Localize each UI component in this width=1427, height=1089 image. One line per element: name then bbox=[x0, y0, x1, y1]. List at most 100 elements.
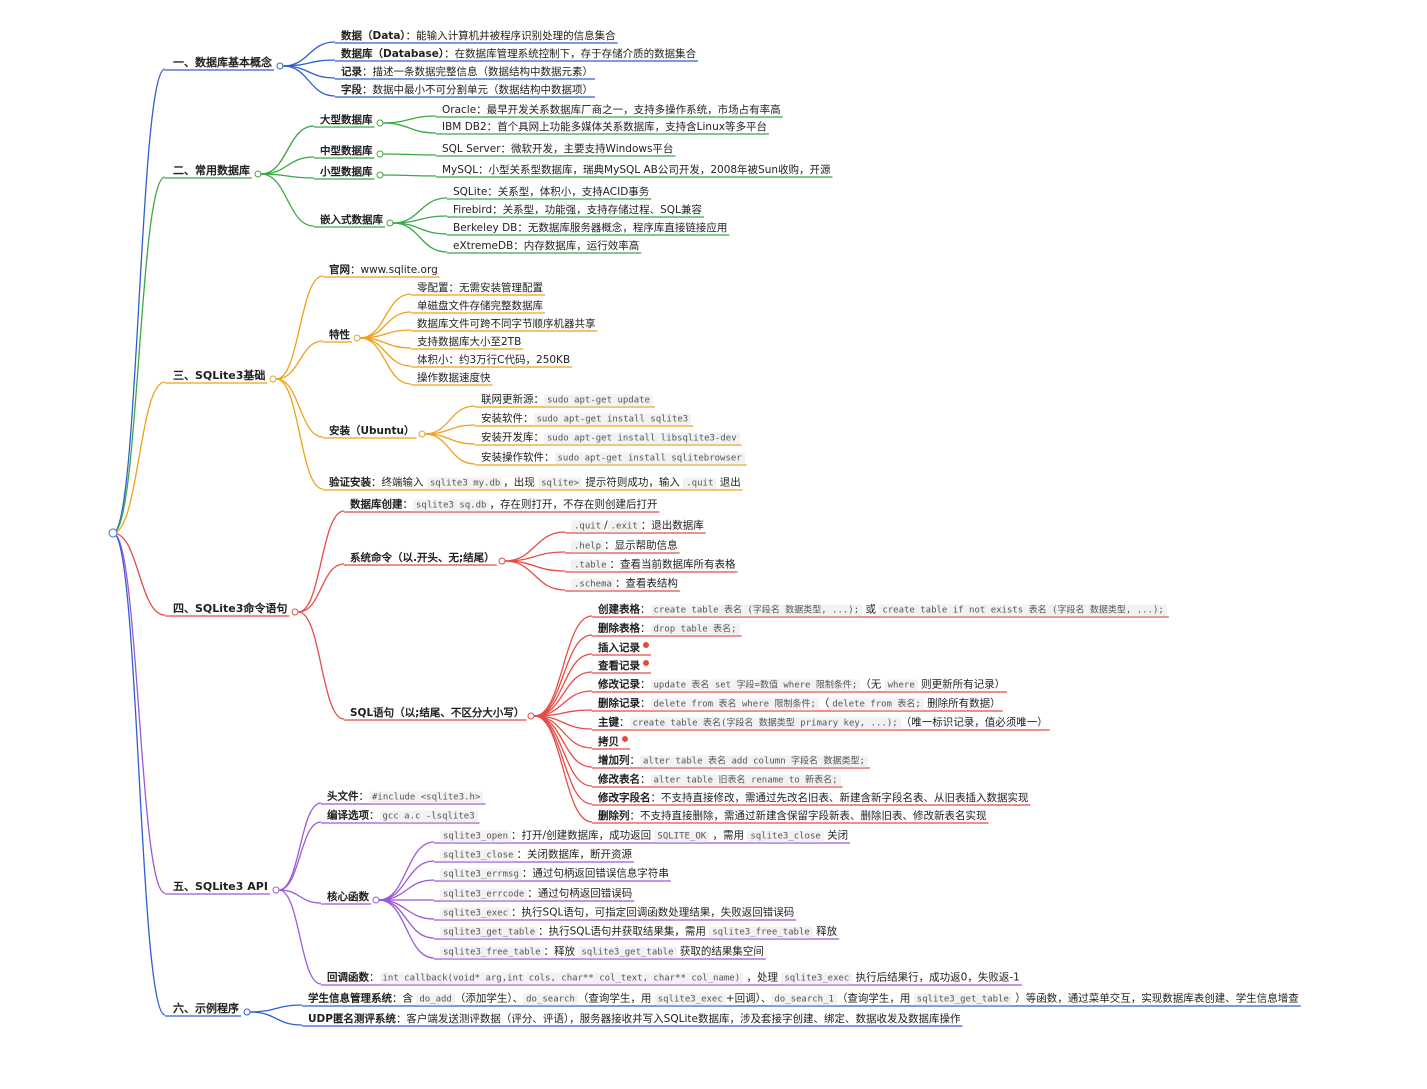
branch-toggle-handle[interactable] bbox=[243, 1008, 251, 1016]
leaf-node[interactable]: 主键：create table 表名(字段名 数据类型 primary key,… bbox=[598, 716, 1048, 731]
leaf-node[interactable]: SQLite：关系型，体积小，支持ACID事务 bbox=[453, 185, 649, 199]
leaf-node[interactable]: sqlite3_errcode：通过句柄返回错误码 bbox=[440, 887, 632, 902]
child-node[interactable]: 特性 bbox=[329, 328, 350, 342]
child-node[interactable]: SQL语句（以;结尾、不区分大小写） bbox=[350, 706, 524, 720]
leaf-node[interactable]: sqlite3_errmsg：通过句柄返回错误信息字符串 bbox=[440, 867, 669, 882]
leaf-node[interactable]: 安装软件：sudo apt-get install sqlite3 bbox=[481, 412, 692, 427]
leaf-node[interactable]: 创建表格：create table 表名 (字段名 数据类型, ...); 或 … bbox=[598, 603, 1167, 618]
leaf-node[interactable]: 修改字段名：不支持直接修改，需通过先改名旧表、新建含新字段名表、从旧表插入数据实… bbox=[598, 791, 1029, 805]
leaf-node[interactable]: sqlite3_close：关闭数据库，断开资源 bbox=[440, 848, 632, 863]
leaf-node[interactable]: Berkeley DB：无数据库服务器概念，程序库直接链接应用 bbox=[453, 221, 727, 235]
subgroup-toggle-handle[interactable] bbox=[372, 896, 380, 904]
child-node[interactable]: 小型数据库 bbox=[320, 165, 373, 179]
code-snippet: sqlite3_exec bbox=[440, 907, 512, 920]
child-node[interactable]: 嵌入式数据库 bbox=[320, 213, 383, 227]
leaf-node[interactable]: 数据库文件可跨不同字节顺序机器共享 bbox=[417, 317, 596, 331]
subgroup-toggle-handle[interactable] bbox=[418, 430, 425, 438]
leaf-node[interactable]: 增加列：alter table 表名 add column 字段名 数据类型; bbox=[598, 754, 868, 769]
branch-toggle-handle[interactable] bbox=[276, 62, 284, 70]
leaf-node[interactable]: 删除记录：delete from 表名 where 限制条件;（delete f… bbox=[598, 697, 1001, 712]
leaf-node[interactable]: 删除列：不支持直接删除，需通过新建含保留字段新表、删除旧表、修改新表名实现 bbox=[598, 809, 987, 823]
branch-node-3[interactable]: 三、SQLite3基础 bbox=[173, 369, 265, 383]
child-node[interactable]: 数据库创建：sqlite3 sq.db，存在则打开，不存在则创建后打开 bbox=[350, 498, 657, 513]
branch-toggle-handle[interactable] bbox=[254, 170, 262, 178]
child-node[interactable]: 安装（Ubuntu） bbox=[329, 424, 415, 438]
leaf-node[interactable]: 体积小：约3万行C代码，250KB bbox=[417, 353, 570, 367]
note-marker-icon[interactable] bbox=[643, 660, 649, 666]
leaf-node[interactable]: IBM DB2：首个具网上功能多媒体关系数据库，支持含Linux等多平台 bbox=[442, 120, 767, 134]
node-text: ： bbox=[402, 498, 414, 511]
note-marker-icon[interactable] bbox=[622, 736, 628, 742]
leaf-node[interactable]: 联网更新源：sudo apt-get update bbox=[481, 393, 653, 408]
code-snippet: sqlite3_errmsg bbox=[440, 868, 522, 881]
child-node[interactable]: 验证安装：终端输入 sqlite3 my.db，出现 sqlite> 提示符则成… bbox=[329, 476, 741, 491]
child-node[interactable]: 官网：www.sqlite.org bbox=[329, 263, 438, 277]
branch-node-4[interactable]: 四、SQLite3命令语句 bbox=[173, 602, 287, 616]
subgroup-toggle-handle[interactable] bbox=[376, 119, 383, 127]
leaf-node[interactable]: MySQL：小型关系型数据库，瑞典MySQL AB公司开发，2008年被Sun收… bbox=[442, 163, 831, 177]
branch-node-5[interactable]: 五、SQLite3 API bbox=[173, 880, 268, 894]
node-text: UDP匿名测评系统 bbox=[308, 1013, 396, 1025]
branch-connector bbox=[112, 381, 166, 534]
leaf-node[interactable]: sqlite3_free_table：释放 sqlite3_get_table … bbox=[440, 945, 764, 960]
branch-toggle-handle[interactable] bbox=[291, 608, 299, 616]
note-marker-icon[interactable] bbox=[643, 642, 649, 648]
leaf-node[interactable]: .schema：查看表结构 bbox=[571, 577, 678, 592]
code-snippet: sqlite3_errcode bbox=[440, 888, 528, 901]
child-node[interactable]: 核心函数 bbox=[327, 890, 369, 904]
child-node[interactable]: 大型数据库 bbox=[320, 113, 373, 127]
child-connector bbox=[278, 802, 322, 891]
leaf-node[interactable]: 修改记录：update 表名 set 字段=数值 where 限制条件;（无 w… bbox=[598, 678, 1005, 693]
leaf-node[interactable]: 插入记录 bbox=[598, 641, 649, 655]
child-node[interactable]: UDP匿名测评系统：客户端发送测评数据（评分、评语），服务器接收并写入SQLit… bbox=[308, 1012, 960, 1026]
subgroup-toggle-handle[interactable] bbox=[498, 557, 506, 565]
branch-node-6[interactable]: 六、示例程序 bbox=[173, 1002, 239, 1016]
leaf-node[interactable]: 安装操作软件：sudo apt-get install sqlitebrowse… bbox=[481, 451, 745, 466]
leaf-node[interactable]: eXtremeDB：内存数据库，运行效率高 bbox=[453, 239, 639, 253]
leaf-node[interactable]: 拷贝 bbox=[598, 735, 628, 749]
leaf-node[interactable]: 修改表名：alter table 旧表名 rename to 新表名; bbox=[598, 773, 841, 788]
leaf-node[interactable]: 支持数据库大小至2TB bbox=[417, 335, 521, 349]
child-node[interactable]: 回调函数：int callback(void* arg,int cols, ch… bbox=[327, 971, 1020, 986]
branch-connector bbox=[112, 532, 166, 616]
child-node[interactable]: 记录：描述一条数据完整信息（数据结构中数据元素） bbox=[341, 65, 593, 79]
leaf-node[interactable]: Firebird：关系型，功能强，支持存储过程、SQL兼容 bbox=[453, 203, 702, 217]
child-connector bbox=[278, 889, 322, 985]
branch-toggle-handle[interactable] bbox=[269, 375, 277, 383]
mindmap-root-node[interactable] bbox=[108, 528, 118, 538]
leaf-node[interactable]: 单磁盘文件存储完整数据库 bbox=[417, 299, 543, 313]
code-snippet: .exit bbox=[607, 520, 641, 533]
leaf-node[interactable]: sqlite3_open：打开/创建数据库，成功返回 SQLITE_OK ，需用… bbox=[440, 829, 848, 844]
child-node[interactable]: 字段：数据中最小不可分割单元（数据结构中数据项） bbox=[341, 83, 593, 97]
child-node[interactable]: 数据（Data）：能输入计算机并被程序识别处理的信息集合 bbox=[341, 29, 616, 43]
leaf-node[interactable]: .quit/.exit：退出数据库 bbox=[571, 519, 704, 534]
code-snippet: .table bbox=[571, 559, 610, 572]
leaf-node[interactable]: Oracle：最早开发关系数据库厂商之一，支持多操作系统，市场占有率高 bbox=[442, 103, 781, 117]
branch-toggle-handle[interactable] bbox=[272, 886, 280, 894]
child-node[interactable]: 学生信息管理系统：含 do_add（添加学生）、do_search（查询学生，用… bbox=[308, 992, 1299, 1007]
subgroup-toggle-handle[interactable] bbox=[527, 712, 535, 720]
leaf-node[interactable]: SQL Server：微软开发，主要支持Windows平台 bbox=[442, 142, 673, 156]
subgroup-toggle-handle[interactable] bbox=[353, 334, 361, 342]
leaf-node[interactable]: .help：显示帮助信息 bbox=[571, 539, 678, 554]
branch-node-1[interactable]: 一、数据库基本概念 bbox=[173, 56, 272, 70]
code-snippet: do_search bbox=[523, 993, 578, 1006]
child-node[interactable]: 中型数据库 bbox=[320, 144, 373, 158]
child-node[interactable]: 数据库（Database）：在数据库管理系统控制下，存于存储介质的数据集合 bbox=[341, 47, 696, 61]
branch-node-2[interactable]: 二、常用数据库 bbox=[173, 164, 250, 178]
leaf-node[interactable]: 安装开发库：sudo apt-get install libsqlite3-de… bbox=[481, 431, 740, 446]
leaf-node[interactable]: .table：查看当前数据库所有表格 bbox=[571, 558, 736, 573]
leaf-node[interactable]: sqlite3_get_table：执行SQL语句并获取结果集，需用 sqlit… bbox=[440, 925, 837, 940]
subgroup-toggle-handle[interactable] bbox=[376, 150, 383, 158]
leaf-node[interactable]: 操作数据速度快 bbox=[417, 371, 491, 385]
child-node[interactable]: 编译选项：gcc a.c -lsqlite3 bbox=[327, 809, 478, 824]
leaf-node[interactable]: sqlite3_exec：执行SQL语句，可指定回调函数处理结果，失败返回错误码 bbox=[440, 906, 794, 921]
leaf-node[interactable]: 查看记录 bbox=[598, 659, 649, 673]
child-node[interactable]: 头文件：#include <sqlite3.h> bbox=[327, 790, 484, 805]
subgroup-toggle-handle[interactable] bbox=[376, 171, 383, 179]
subgroup-toggle-handle[interactable] bbox=[386, 219, 394, 227]
leaf-node[interactable]: 删除表格：drop table 表名; bbox=[598, 622, 740, 637]
leaf-connector bbox=[534, 715, 593, 823]
child-node[interactable]: 系统命令（以.开头、无;结尾） bbox=[350, 551, 495, 565]
leaf-node[interactable]: 零配置：无需安装管理配置 bbox=[417, 281, 543, 295]
